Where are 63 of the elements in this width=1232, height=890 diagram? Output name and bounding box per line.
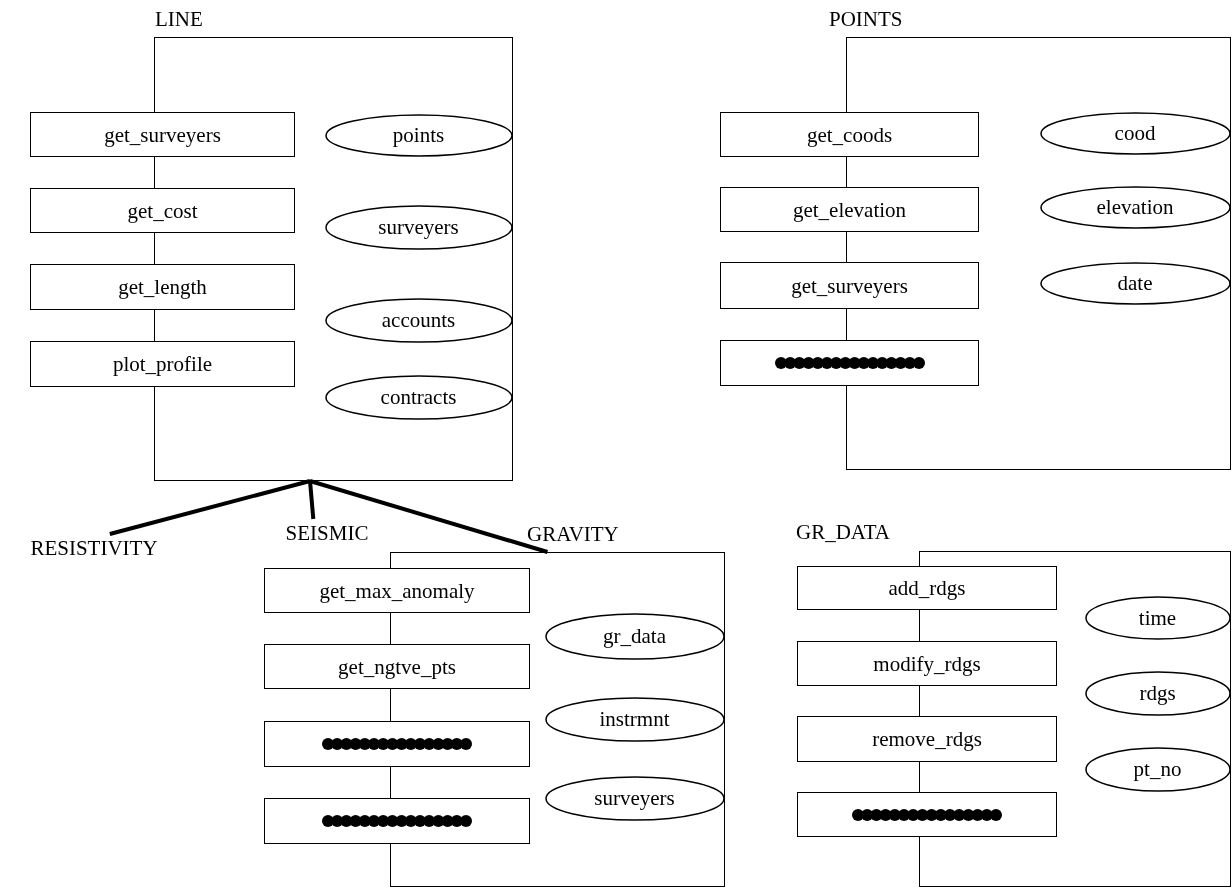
operation-name: get_cost xyxy=(127,197,198,224)
attribute-ellipse xyxy=(544,775,725,821)
operation-name: modify_rdgs xyxy=(873,650,981,677)
attribute-ellipse xyxy=(1084,746,1231,792)
attribute-name: date xyxy=(1117,270,1153,296)
operation-box xyxy=(720,112,979,157)
operation-name: get_length xyxy=(118,274,207,300)
operation-box xyxy=(797,641,1057,686)
operation-box xyxy=(264,644,530,689)
operation-name: add_rdgs xyxy=(888,575,966,601)
operation-box xyxy=(264,721,530,767)
attribute-name: rdgs xyxy=(1139,680,1176,706)
operation-name: get_elevation xyxy=(792,196,907,223)
inheritance-line xyxy=(309,479,549,554)
attribute-ellipse xyxy=(324,374,513,420)
operation-box xyxy=(30,264,295,310)
operation-box xyxy=(30,112,295,157)
operation-name: remove_rdgs xyxy=(872,726,982,752)
inheritance-line xyxy=(109,479,311,536)
operation-box xyxy=(720,340,979,386)
operation-box xyxy=(797,792,1057,837)
operation-box xyxy=(797,566,1057,610)
attribute-name: elevation xyxy=(1096,194,1174,220)
operation-box xyxy=(30,341,295,387)
operation-name: plot_profile xyxy=(112,351,213,377)
subclass-name: RESISTIVITY xyxy=(30,535,158,561)
attribute-name: accounts xyxy=(381,307,456,333)
attribute-name: points xyxy=(392,122,445,148)
class-name: GR_DATA xyxy=(796,519,890,545)
operation-box xyxy=(264,798,530,844)
attribute-name: instrmnt xyxy=(599,706,670,732)
attribute-ellipse xyxy=(1084,595,1231,640)
attribute-ellipse xyxy=(1039,261,1231,305)
operation-box xyxy=(720,187,979,232)
attribute-name: cood xyxy=(1114,120,1156,146)
attribute-name: gr_data xyxy=(603,623,666,649)
operation-name: get_ngtve_pts xyxy=(338,653,456,680)
operation-box xyxy=(30,188,295,233)
operation-name: get_surveyers xyxy=(104,121,221,148)
attribute-name: surveyers xyxy=(378,214,459,240)
attribute-name: surveyers xyxy=(594,785,675,811)
attribute-ellipse xyxy=(1084,670,1231,716)
attribute-ellipse xyxy=(1039,111,1231,155)
attribute-ellipse xyxy=(1039,185,1231,229)
attribute-ellipse xyxy=(544,696,725,742)
class-name: POINTS xyxy=(829,6,903,32)
class-name: LINE xyxy=(155,6,203,32)
class-name: GRAVITY xyxy=(527,521,619,547)
operation-name: get_surveyers xyxy=(791,272,908,299)
operation-box xyxy=(264,568,530,613)
attribute-name: pt_no xyxy=(1133,756,1182,782)
operation-name: get_max_anomaly xyxy=(319,577,475,604)
attribute-ellipse xyxy=(324,297,513,343)
attribute-name: contracts xyxy=(380,384,457,410)
operation-box xyxy=(797,716,1057,762)
operation-name: get_coods xyxy=(806,121,893,148)
operation-box xyxy=(720,262,979,309)
attribute-ellipse xyxy=(324,113,513,157)
subclass-name: SEISMIC xyxy=(285,520,369,546)
attribute-ellipse xyxy=(324,204,513,250)
inheritance-line xyxy=(308,480,316,520)
attribute-ellipse xyxy=(544,612,725,660)
attribute-name: time xyxy=(1138,604,1177,631)
